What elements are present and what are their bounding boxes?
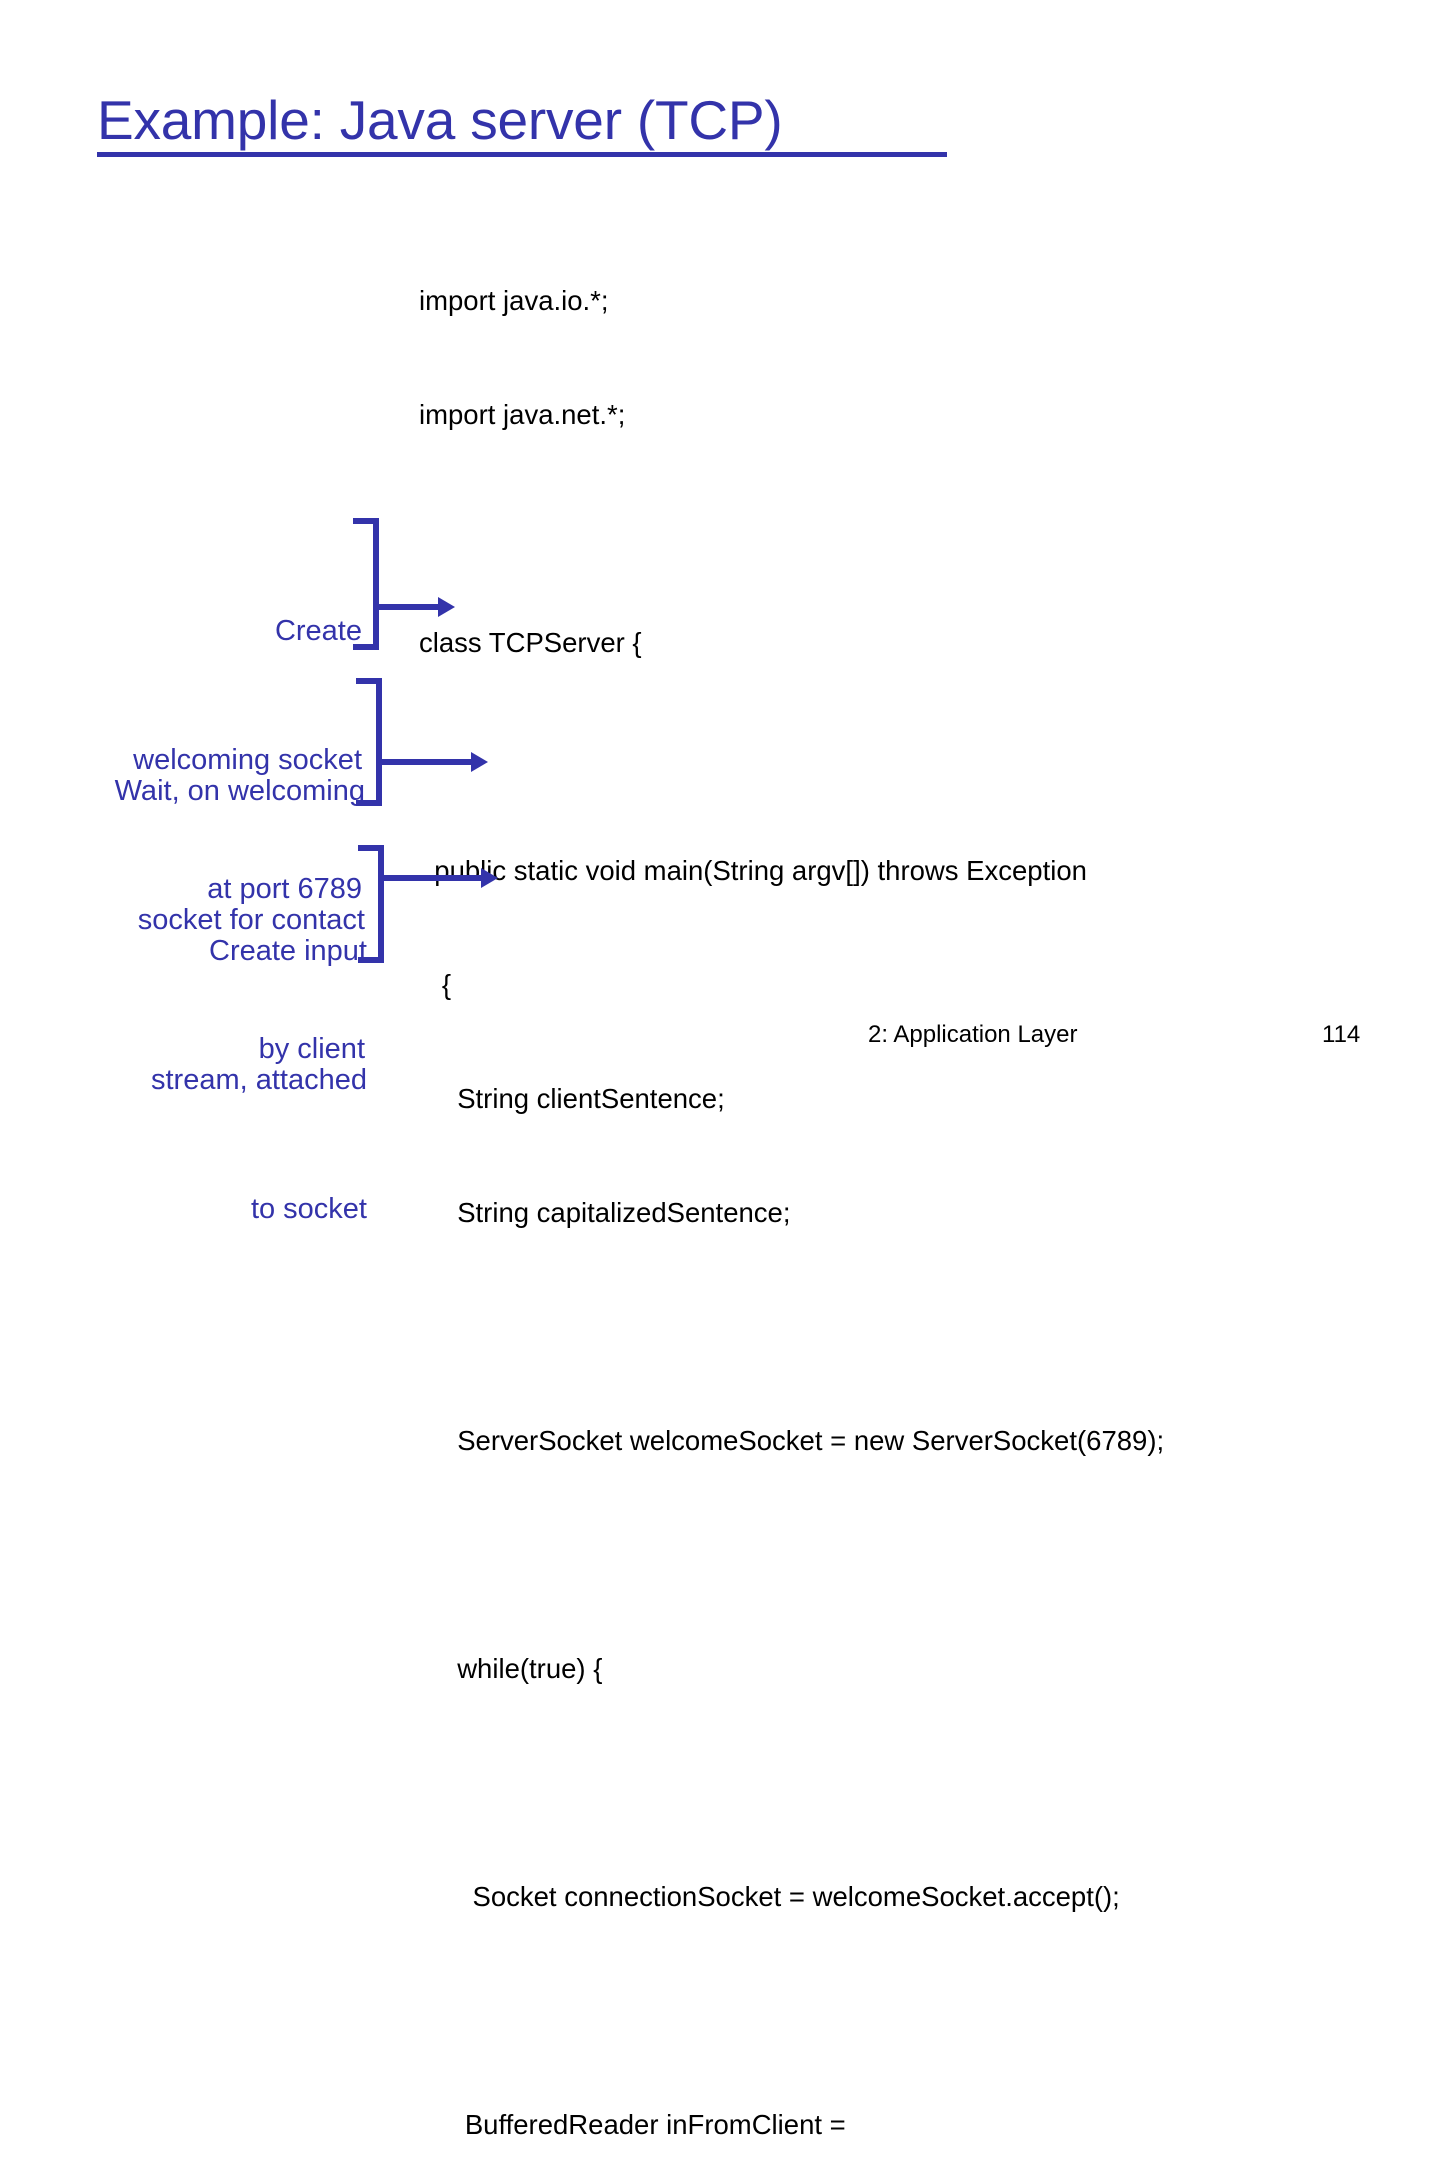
annotation-line: socket for contact <box>137 904 365 936</box>
page-title: Example: Java server (TCP) <box>97 89 783 151</box>
bracket-stem <box>378 845 384 963</box>
bracket-top-arm <box>356 678 382 684</box>
code-line: Socket connectionSocket = welcomeSocket.… <box>419 1881 1120 1912</box>
code-block: import java.io.*; import java.net.*; cla… <box>419 206 1399 2160</box>
annotation-line: stream, attached <box>151 1064 367 1096</box>
annotation-line: at port 6789 <box>207 873 362 905</box>
arrow-head <box>471 752 488 772</box>
annotation-line: by client <box>258 1033 365 1065</box>
arrow-shaft <box>384 875 484 881</box>
bracket-stem <box>376 678 382 806</box>
arrow-head <box>481 868 498 888</box>
annotation-line: Wait, on welcoming <box>114 775 365 807</box>
annotation-wait-on-welcoming-socket: Wait, on welcoming socket for contact by… <box>20 684 365 1114</box>
annotation-create-welcoming-socket: Create welcoming socket at port 6789 <box>40 524 362 954</box>
title-underline <box>97 152 947 157</box>
annotation-line: to socket <box>250 1193 367 1225</box>
arrow-head <box>438 597 455 617</box>
code-line: String clientSentence; <box>419 1083 725 1114</box>
bracket-top-arm <box>353 518 379 524</box>
bracket-stem <box>373 518 379 650</box>
footer-label: 2: Application Layer <box>868 1021 1078 1048</box>
footer-page-number: 114 <box>1322 1021 1361 1048</box>
annotation-bracket <box>352 845 384 963</box>
bracket-bottom-arm <box>356 800 382 806</box>
code-line: ServerSocket welcomeSocket = new ServerS… <box>419 1425 1165 1456</box>
annotation-create-input-stream: Create input stream, attached to socket <box>30 844 367 1274</box>
code-line: import java.io.*; <box>419 285 609 316</box>
bracket-bottom-arm <box>353 644 379 650</box>
annotation-arrow-icon <box>382 752 488 772</box>
code-line: import java.net.*; <box>419 399 626 430</box>
bracket-bottom-arm <box>358 957 384 963</box>
code-line: BufferedReader inFromClient = <box>419 2109 846 2140</box>
code-line-blank <box>419 510 1399 548</box>
annotation-line: welcoming socket <box>133 744 362 776</box>
annotation-bracket <box>347 518 379 650</box>
annotation-line: Create <box>274 615 362 647</box>
code-line-blank <box>419 738 1399 776</box>
code-line: public static void main(String argv[]) t… <box>419 855 1087 886</box>
code-line-blank <box>419 1992 1399 2030</box>
annotation-bracket <box>350 678 382 806</box>
annotation-arrow-icon <box>384 868 498 888</box>
code-line: { <box>419 969 452 1000</box>
code-line: class TCPServer { <box>419 627 642 658</box>
code-line-blank <box>419 1308 1399 1346</box>
code-line: String capitalizedSentence; <box>419 1197 791 1228</box>
code-line-blank <box>419 1536 1399 1574</box>
arrow-shaft <box>382 759 474 765</box>
code-line-blank <box>419 1764 1399 1802</box>
annotation-line: Create input <box>209 935 367 967</box>
bracket-top-arm <box>358 845 384 851</box>
code-line: while(true) { <box>419 1653 603 1684</box>
arrow-shaft <box>379 604 441 610</box>
annotation-arrow-icon <box>379 597 455 617</box>
